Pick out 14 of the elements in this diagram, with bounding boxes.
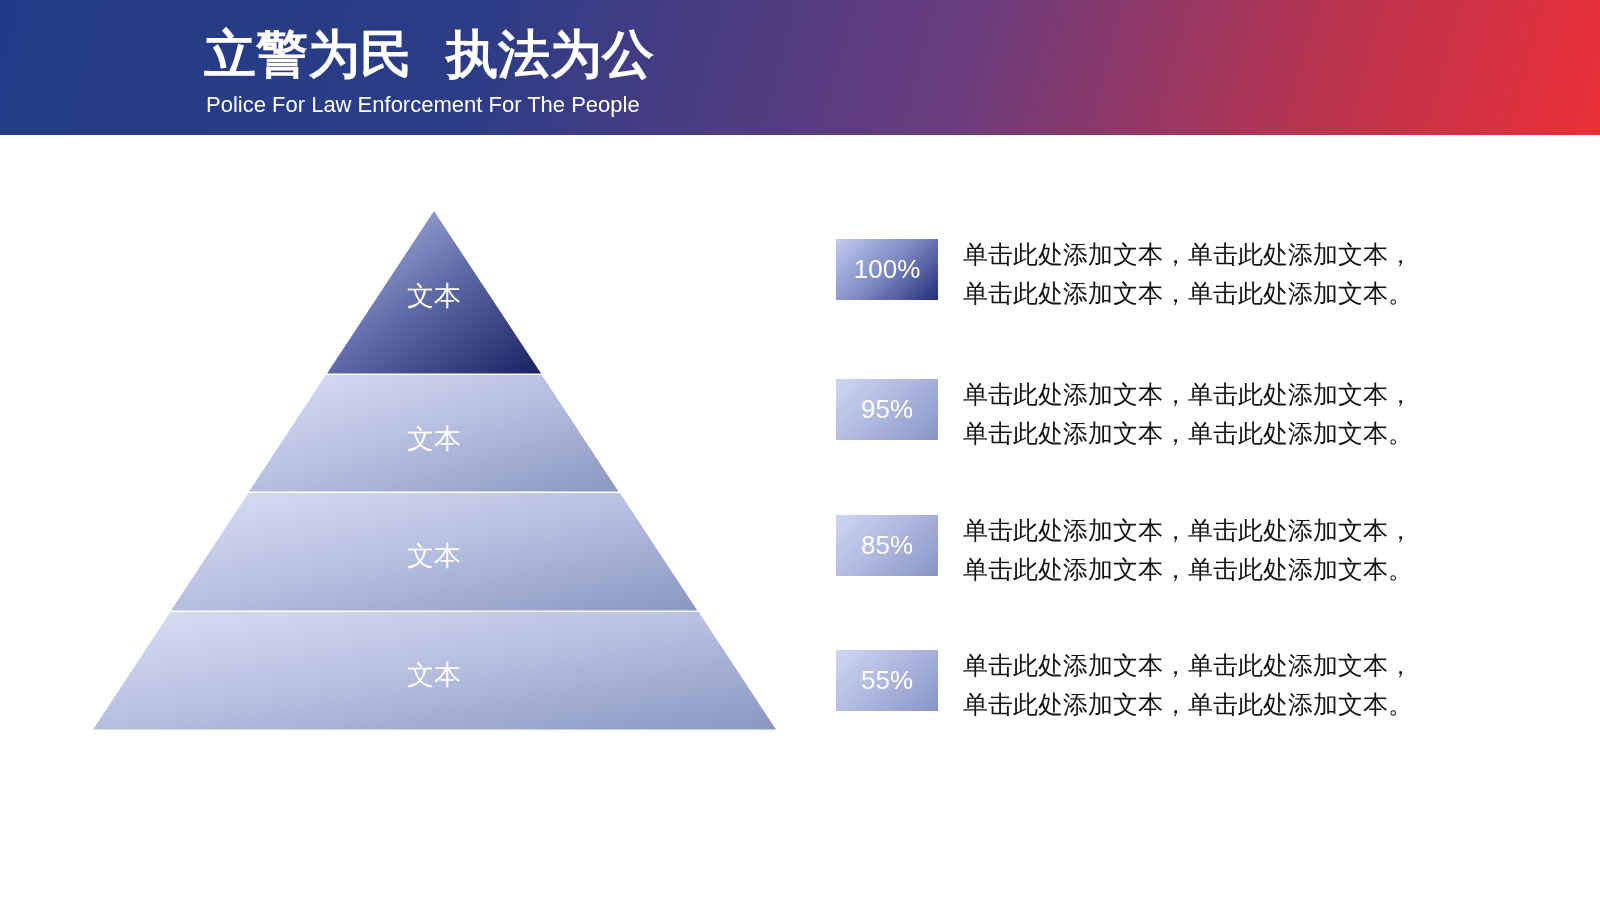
percent-box: 95% bbox=[836, 379, 938, 440]
percent-box: 85% bbox=[836, 515, 938, 576]
description-text: 单击此处添加文本，单击此处添加文本，单击此处添加文本，单击此处添加文本。 bbox=[963, 649, 1414, 721]
percent-box: 55% bbox=[836, 650, 938, 711]
pyramid-layer: 文本 bbox=[325, 211, 542, 374]
description-text: 单击此处添加文本，单击此处添加文本，单击此处添加文本，单击此处添加文本。 bbox=[963, 238, 1414, 310]
description-text: 单击此处添加文本，单击此处添加文本，单击此处添加文本，单击此处添加文本。 bbox=[963, 514, 1414, 586]
subtitle: Police For Law Enforcement For The People bbox=[206, 92, 640, 118]
percent-box: 100% bbox=[836, 239, 938, 300]
description-text: 单击此处添加文本，单击此处添加文本，单击此处添加文本，单击此处添加文本。 bbox=[963, 378, 1414, 450]
pyramid-layer: 文本 bbox=[91, 612, 777, 730]
pyramid-layer: 文本 bbox=[248, 375, 620, 492]
pyramid-layer: 文本 bbox=[169, 493, 699, 611]
title: 立警为民 执法为公 bbox=[204, 23, 655, 86]
